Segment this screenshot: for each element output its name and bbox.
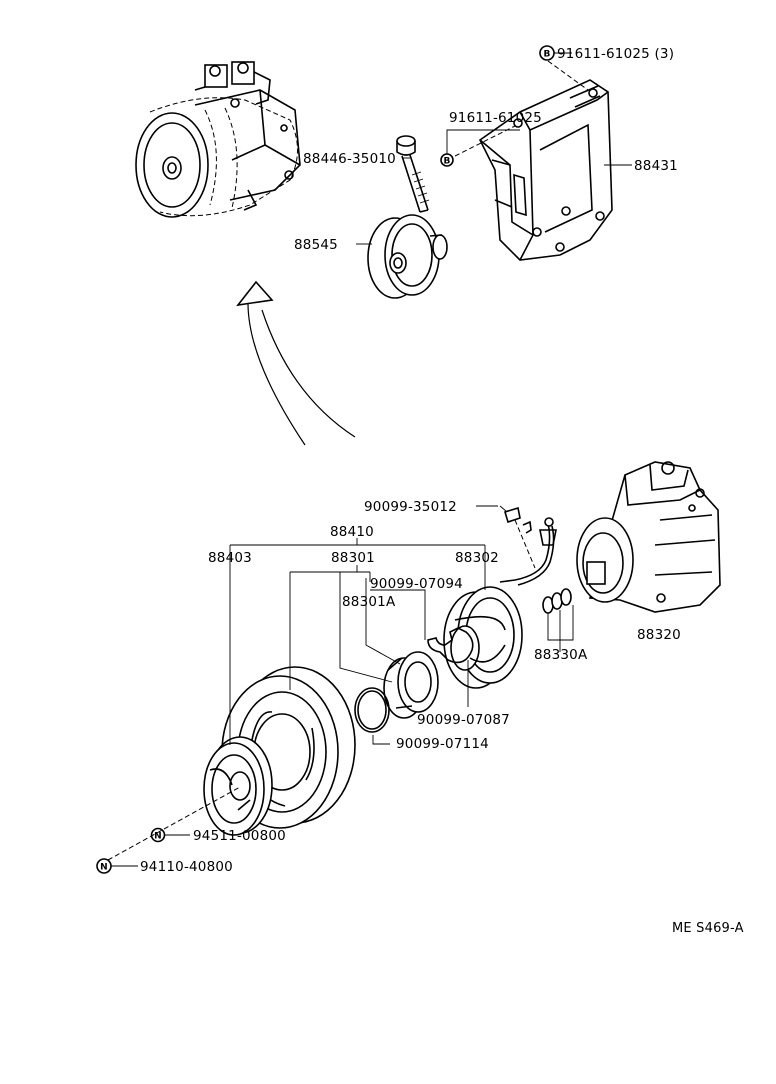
- label-91611-61025: 91611-61025: [449, 110, 542, 126]
- marker-b-mid-letter: B: [443, 157, 450, 167]
- marker-b-top: B: [539, 45, 555, 61]
- field-coil-icon: [443, 586, 523, 689]
- snap-ring-icon-07094: [427, 627, 474, 664]
- bracket-icon: [478, 79, 613, 261]
- compressor-body-icon: [576, 461, 721, 613]
- label-88403: 88403: [208, 550, 252, 566]
- label-88302: 88302: [455, 550, 499, 566]
- idler-pulley-icon: [367, 214, 448, 299]
- pressure-plate-icon: [383, 651, 439, 719]
- label-90099-07094: 90099-07094: [370, 576, 463, 592]
- label-90099-35012: 90099-35012: [364, 499, 457, 515]
- marker-b-mid: B: [440, 153, 454, 167]
- compressor-assembly-icon: [135, 61, 301, 218]
- label-88410: 88410: [330, 524, 374, 540]
- label-88431: 88431: [634, 158, 678, 174]
- marker-n-1: N: [150, 827, 166, 843]
- label-90099-07114: 90099-07114: [396, 736, 489, 752]
- diagram-code: ME S469-A: [672, 921, 744, 936]
- label-88330A: 88330A: [534, 647, 588, 663]
- label-88320: 88320: [637, 627, 681, 643]
- label-94511-00800: 94511-00800: [193, 828, 286, 844]
- marker-n-2: N: [96, 858, 112, 874]
- label-88301: 88301: [331, 550, 375, 566]
- label-88446-35010: 88446-35010: [303, 151, 396, 167]
- pressure-plate-front-icon: [203, 736, 273, 836]
- marker-n-2-letter: N: [100, 863, 108, 873]
- label-94110-40800: 94110-40800: [140, 859, 233, 875]
- shim-icon: [542, 588, 572, 614]
- marker-b-top-letter: B: [543, 50, 550, 60]
- arrow-icon: [236, 280, 356, 446]
- bolt-icon: [396, 135, 430, 213]
- bolt-small-icon: [499, 505, 532, 534]
- label-88301A: 88301A: [342, 594, 396, 610]
- label-88545: 88545: [294, 237, 338, 253]
- label-90099-07087: 90099-07087: [417, 712, 510, 728]
- snap-ring-icon-07114: [354, 687, 390, 733]
- marker-n-1-letter: N: [154, 832, 162, 842]
- label-91611-61025-3: 91611-61025 (3): [557, 46, 674, 62]
